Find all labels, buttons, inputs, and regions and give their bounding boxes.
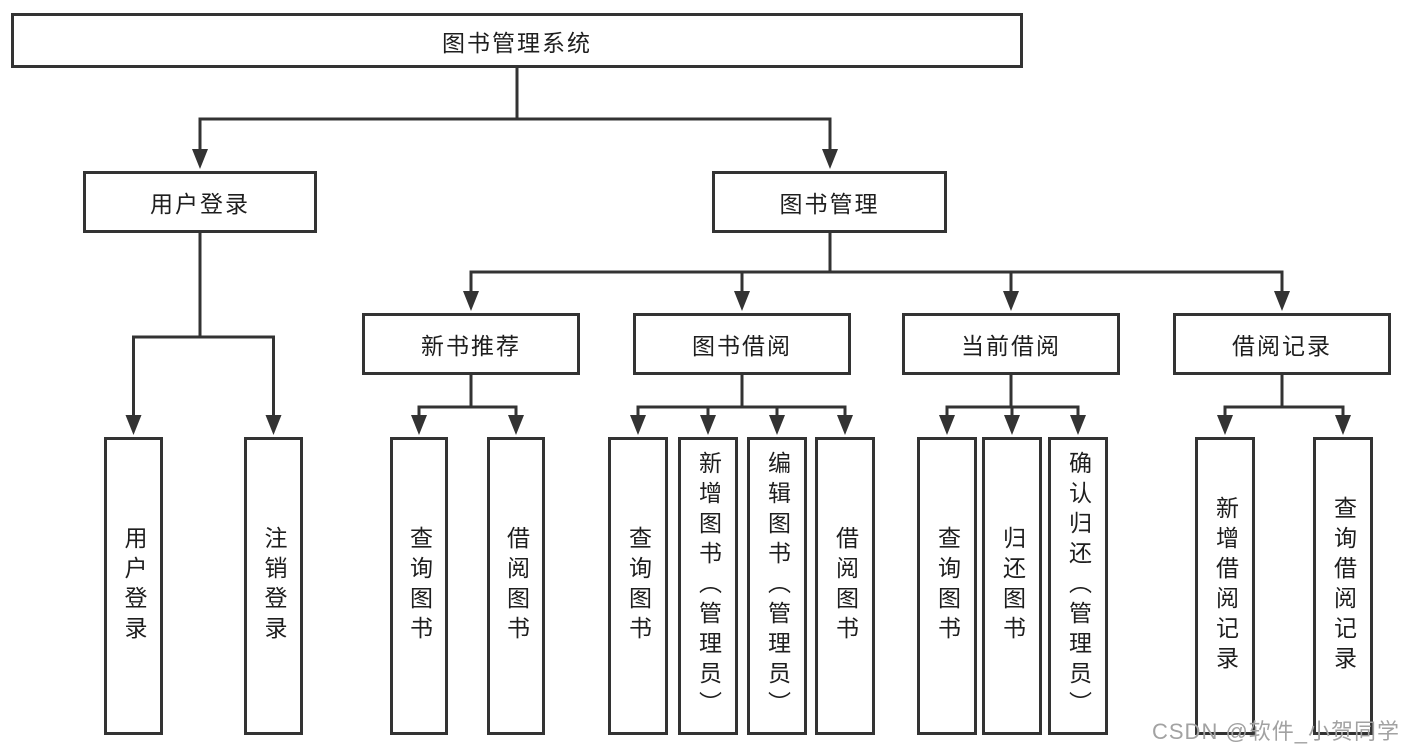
leaf-return-books: 归还图书 [982, 437, 1042, 735]
arrow-down-icon [769, 415, 785, 435]
arrow-down-icon [1335, 415, 1351, 435]
node-book-management: 图书管理 [712, 171, 947, 233]
arrow-down-icon [192, 149, 208, 169]
arrowhead-icons [125, 149, 1351, 435]
arrow-down-icon [1217, 415, 1233, 435]
node-root: 图书管理系统 [11, 13, 1023, 68]
edge-lines [132, 66, 1345, 422]
node-user-login: 用户登录 [83, 171, 317, 233]
node-borrowing-records: 借阅记录 [1173, 313, 1391, 375]
arrow-down-icon [508, 415, 524, 435]
leaf-borrow-books-borrowing: 借阅图书 [815, 437, 875, 735]
leaf-borrow-books-recommend: 借阅图书 [487, 437, 545, 735]
leaf-query-books-recommend: 查询图书 [390, 437, 448, 735]
arrow-down-icon [822, 149, 838, 169]
node-book-borrowing: 图书借阅 [633, 313, 851, 375]
node-new-book-recommend: 新书推荐 [362, 313, 580, 375]
arrow-down-icon [630, 415, 646, 435]
arrow-down-icon [837, 415, 853, 435]
arrow-down-icon [125, 415, 142, 435]
arrow-down-icon [939, 415, 955, 435]
leaf-user-login: 用户登录 [104, 437, 163, 735]
leaf-logout: 注销登录 [244, 437, 303, 735]
csdn-watermark: CSDN @软件_小贺同学 [1152, 719, 1401, 744]
leaf-query-books-current: 查询图书 [917, 437, 977, 735]
arrow-down-icon [265, 415, 282, 435]
node-current-borrowing: 当前借阅 [902, 313, 1120, 375]
arrow-down-icon [411, 415, 427, 435]
arrow-down-icon [1274, 291, 1290, 311]
arrow-down-icon [1004, 415, 1020, 435]
arrow-down-icon [1003, 291, 1019, 311]
leaf-add-borrow-record: 新增借阅记录 [1195, 437, 1255, 735]
arrow-down-icon [734, 291, 750, 311]
leaf-query-borrow-record: 查询借阅记录 [1313, 437, 1373, 735]
leaf-confirm-return-admin: 确认归还（管理员） [1048, 437, 1108, 735]
leaf-edit-books-admin: 编辑图书（管理员） [747, 437, 807, 735]
arrow-down-icon [700, 415, 716, 435]
leaf-add-books-admin: 新增图书（管理员） [678, 437, 738, 735]
arrow-down-icon [463, 291, 479, 311]
arrow-down-icon [1070, 415, 1086, 435]
leaf-query-books-borrowing: 查询图书 [608, 437, 668, 735]
